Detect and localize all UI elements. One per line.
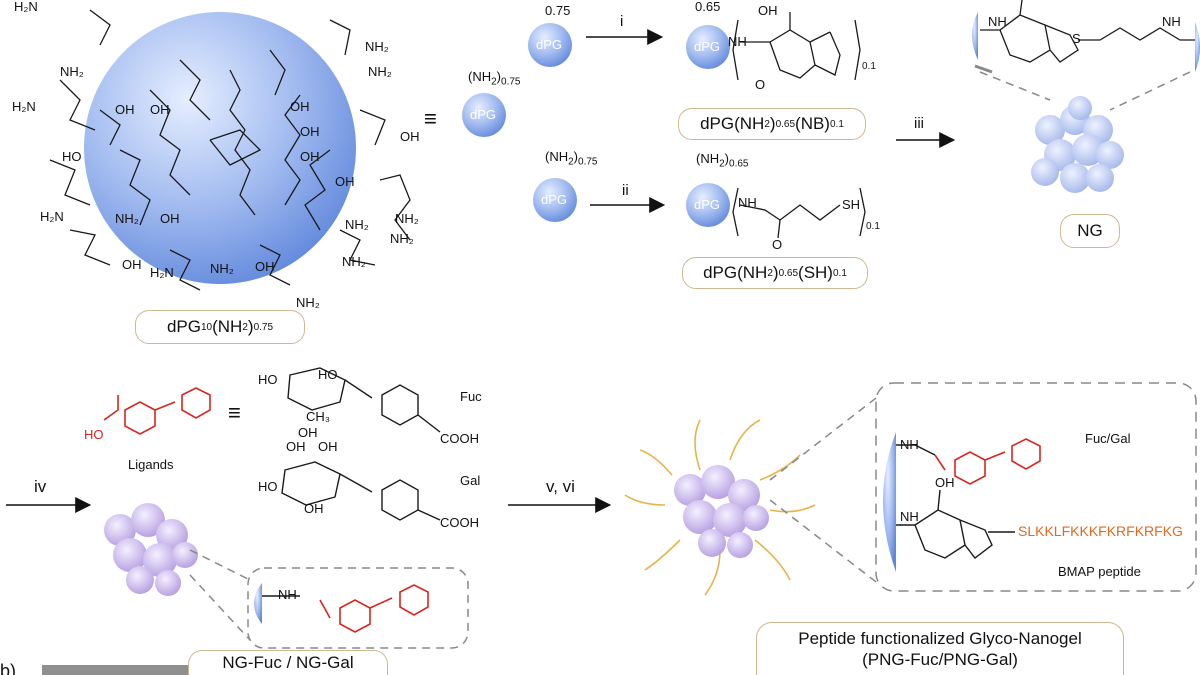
dpg-label-3: dPG	[694, 39, 721, 54]
label-oh-10: OH	[150, 102, 170, 117]
label-nh2-2: NH₂	[115, 211, 139, 226]
peptide-sequence: SLKKLFKKKFKRFKRFKG	[1018, 523, 1183, 539]
label-oh-3: OH	[300, 124, 320, 139]
nh2-075-sphere2-sub: 0.75	[545, 3, 571, 18]
nh2-075-sphere1: (NH2)0.75	[468, 69, 521, 88]
sh-sh: SH	[842, 197, 861, 212]
nb-nh: NH	[728, 34, 747, 49]
label-nh2-5: NH₂	[365, 39, 389, 54]
dpg-spheres	[462, 23, 730, 227]
gal-ho: HO	[258, 479, 278, 494]
sh-frac: 0.1	[866, 221, 880, 232]
sh-structure	[732, 187, 866, 239]
ng-fuc-gal-box: NG-Fuc / NG-Gal	[188, 650, 388, 675]
fuc-gal-label: Fuc/Gal	[1085, 431, 1131, 446]
ng-nanogel-cluster	[1031, 96, 1124, 193]
png-nanogel	[624, 382, 1197, 596]
nb-structure	[732, 12, 861, 81]
dpg-label-5: dPG	[694, 197, 721, 212]
png-oh: OH	[935, 475, 955, 490]
panel-b-label: b)	[0, 661, 17, 675]
ligand-ho: HO	[84, 427, 104, 442]
nh2-065-sphere5: (NH2)0.65	[696, 151, 749, 170]
ligand-structure	[103, 387, 211, 435]
ng-nh-right: NH	[1162, 14, 1181, 29]
label-h2n-2: H₂N	[40, 209, 64, 224]
label-nh2-7: NH₂	[395, 211, 419, 226]
label-oh-4: OH	[300, 149, 320, 164]
step-v-vi: v, vi	[546, 477, 575, 496]
png-box: Peptide functionalized Glyco-Nanogel (PN…	[756, 622, 1124, 675]
label-h2n-1: H₂N	[12, 99, 36, 114]
sh-nh: NH	[738, 195, 757, 210]
label-oh-1: OH	[122, 257, 142, 272]
dpg-label-2: dPG	[536, 37, 563, 52]
dpg-dendrimer-structure	[49, 9, 411, 291]
dpg-label-1: dPG	[470, 107, 497, 122]
label-nh2-9: NH₂	[390, 231, 414, 246]
ng-s: S	[1072, 31, 1081, 46]
step-i: i	[620, 13, 624, 30]
gal-label: Gal	[460, 473, 481, 488]
sugar-structures	[281, 367, 441, 521]
label-oh-5: OH	[400, 129, 420, 144]
equivalence-sign: ≡	[424, 106, 437, 131]
label-oh-8: OH	[160, 211, 180, 226]
step-iii: iii	[914, 115, 924, 132]
label-nh2-10: NH₂	[342, 254, 366, 269]
png-nh-2: NH	[900, 509, 919, 524]
label-nh2-4: NH₂	[296, 295, 320, 310]
fuc-oh: OH	[298, 425, 318, 440]
png-box-line1: Peptide functionalized Glyco-Nanogel	[798, 628, 1082, 648]
label-oh-9: OH	[115, 102, 135, 117]
ligands-label: Ligands	[128, 457, 174, 472]
fuc-ch3: CH₃	[306, 409, 331, 424]
nh2-065-sphere3-sub: 0.65	[695, 0, 721, 14]
nb-frac: 0.1	[862, 61, 876, 72]
ng-crosslink-structure	[972, 0, 1200, 111]
label-nh2-3: NH₂	[210, 261, 234, 276]
label-h2n-top: H₂N	[14, 0, 38, 14]
fuc-cooh: COOH	[440, 431, 479, 446]
ng-fuc-nanogel	[104, 503, 469, 649]
ng-nh-left: NH	[988, 14, 1007, 29]
equivalence-sign-2: ≡	[228, 400, 241, 425]
step-iv: iv	[34, 477, 47, 496]
nb-o: O	[755, 77, 766, 92]
label-oh-6: OH	[335, 174, 355, 189]
bmap-peptide-label: BMAP peptide	[1058, 564, 1141, 579]
ngfuc-nh: NH	[278, 587, 297, 602]
gal-oh-3: OH	[304, 501, 324, 516]
fuc-label: Fuc	[460, 389, 482, 404]
label-nh2-8: NH₂	[345, 217, 369, 232]
png-nh-1: NH	[900, 437, 919, 452]
reaction-arrows	[6, 29, 956, 513]
nh2-075-sphere4: (NH2)0.75	[545, 149, 598, 168]
label-oh-7: OH	[255, 259, 275, 274]
gal-oh-2: OH	[318, 439, 338, 454]
fuc-ho-2: HO	[318, 367, 338, 382]
gal-cooh: COOH	[440, 515, 479, 530]
gal-oh-1: OH	[286, 439, 306, 454]
sh-o: O	[772, 237, 783, 252]
png-box-line2: (PNG-Fuc/PNG-Gal)	[862, 650, 1018, 669]
nb-oh: OH	[758, 3, 778, 18]
label-ho-1: HO	[62, 149, 82, 164]
label-oh-2: OH	[290, 99, 310, 114]
label-nh2-1: NH₂	[60, 64, 84, 79]
fuc-ho: HO	[258, 372, 278, 387]
label-h2n-3: H₂N	[150, 265, 174, 280]
dpg-label-4: dPG	[541, 192, 568, 207]
label-nh2-6: NH₂	[368, 64, 392, 79]
ng-box: NG	[1060, 214, 1120, 248]
step-ii: ii	[622, 182, 629, 199]
